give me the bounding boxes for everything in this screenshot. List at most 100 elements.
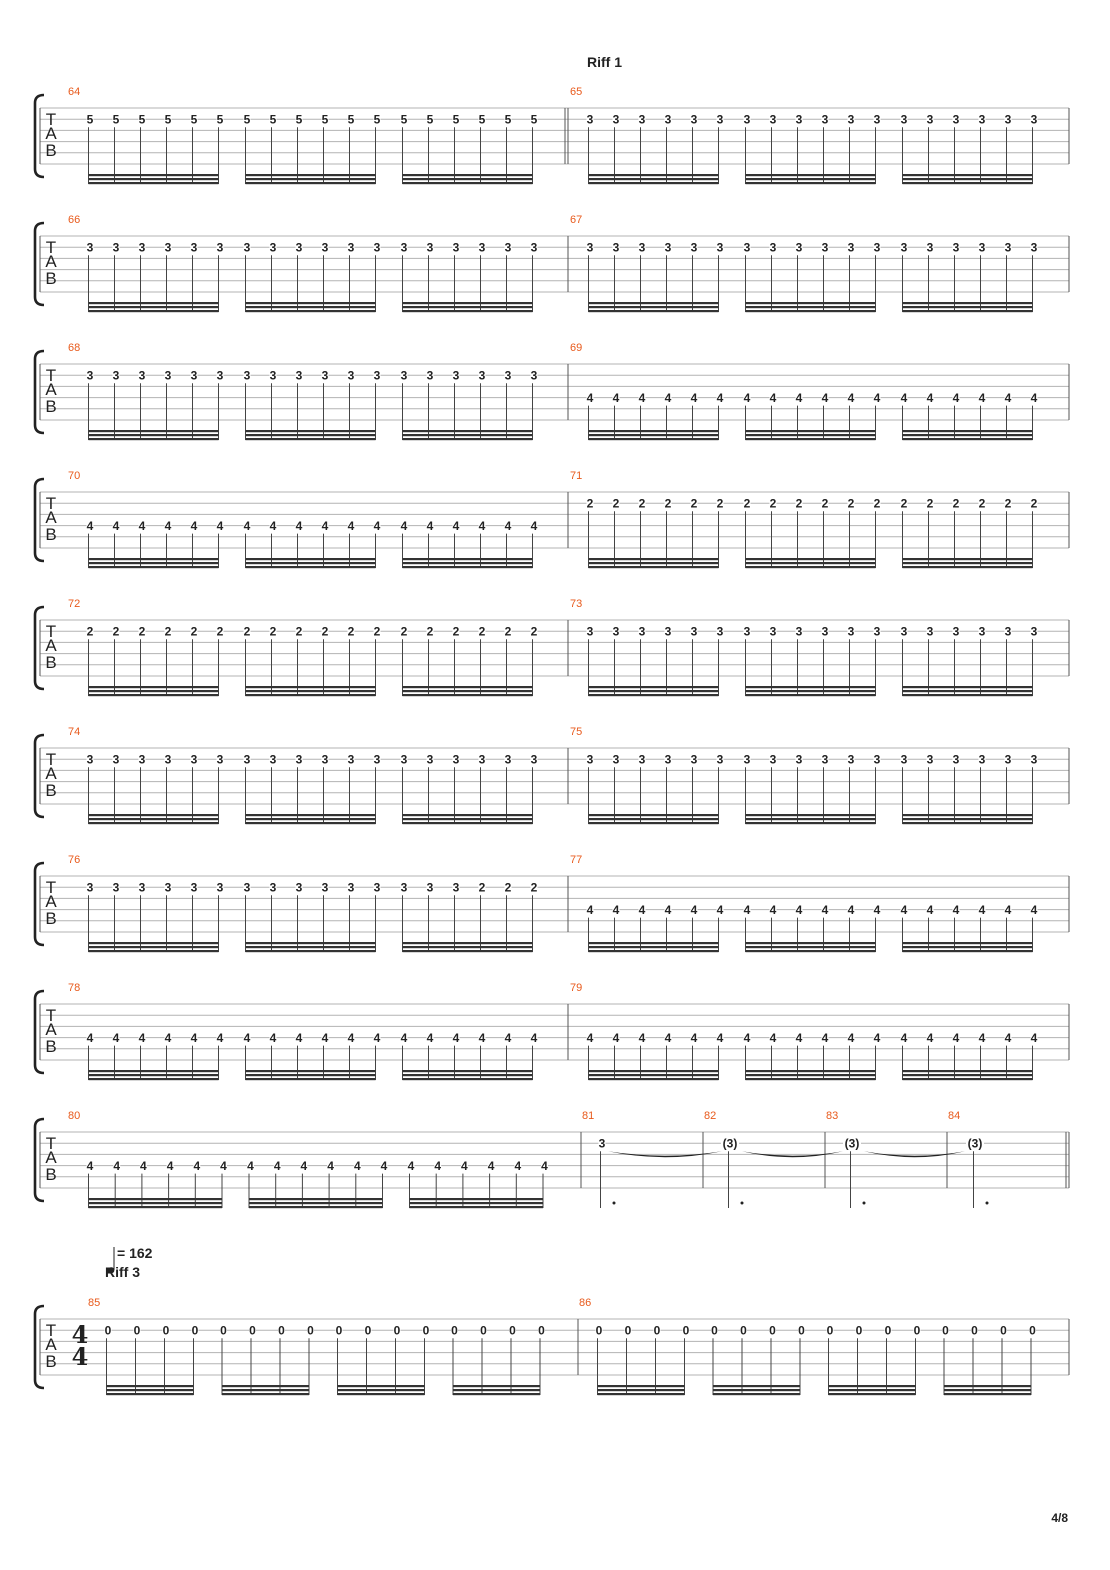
fret-number: 4 bbox=[220, 1159, 227, 1173]
fret-backdrop bbox=[373, 369, 381, 382]
fret-number: 3 bbox=[191, 241, 198, 255]
fret-number: 4 bbox=[139, 519, 146, 533]
bar-number: 70 bbox=[68, 470, 80, 482]
fret-backdrop bbox=[190, 753, 198, 766]
fret-number: 3 bbox=[139, 753, 146, 767]
fret-backdrop bbox=[400, 1031, 408, 1044]
fret-backdrop bbox=[926, 241, 934, 254]
fret-backdrop bbox=[586, 241, 594, 254]
fret-number: 3 bbox=[770, 113, 777, 127]
fret-number: 4 bbox=[427, 519, 434, 533]
fret-backdrop bbox=[612, 1031, 620, 1044]
fret-backdrop bbox=[335, 1324, 343, 1337]
fret-backdrop bbox=[900, 753, 908, 766]
fret-number: 3 bbox=[113, 369, 120, 383]
bar-number: 73 bbox=[570, 598, 582, 610]
note-beam bbox=[902, 1078, 1033, 1081]
note-beam bbox=[745, 686, 876, 689]
fret-number: 2 bbox=[717, 497, 724, 511]
fret-number: 4 bbox=[1005, 391, 1012, 405]
fret-backdrop bbox=[821, 625, 829, 638]
fret-number: 4 bbox=[796, 1031, 803, 1045]
fret-number: 4 bbox=[953, 1031, 960, 1045]
fret-number: 2 bbox=[401, 625, 408, 639]
tab-clef-letter: B bbox=[45, 269, 56, 288]
fret-backdrop bbox=[452, 519, 460, 532]
note-beam bbox=[588, 1074, 719, 1077]
note-beam bbox=[713, 1389, 800, 1392]
fret-backdrop bbox=[138, 881, 146, 894]
fret-number: 3 bbox=[531, 753, 538, 767]
fret-backdrop bbox=[530, 369, 538, 382]
note-beam bbox=[713, 1393, 800, 1396]
fret-backdrop bbox=[847, 391, 855, 404]
fret-number: 3 bbox=[113, 753, 120, 767]
fret-number: 3 bbox=[479, 241, 486, 255]
fret-number: 3 bbox=[348, 369, 355, 383]
fret-backdrop bbox=[843, 1137, 861, 1150]
note-beam bbox=[588, 562, 719, 565]
fret-backdrop bbox=[86, 881, 94, 894]
note-beam bbox=[588, 434, 719, 437]
note-beam bbox=[88, 178, 219, 181]
fret-number: 3 bbox=[191, 369, 198, 383]
tab-clef-letter: B bbox=[45, 525, 56, 544]
fret-backdrop bbox=[86, 369, 94, 382]
fret-backdrop bbox=[978, 625, 986, 638]
fret-number: 0 bbox=[769, 1324, 776, 1338]
tie-arc bbox=[608, 1151, 722, 1158]
fret-backdrop bbox=[769, 497, 777, 510]
fret-backdrop bbox=[795, 903, 803, 916]
fret-number: 4 bbox=[874, 391, 881, 405]
fret-backdrop bbox=[504, 113, 512, 126]
fret-backdrop bbox=[952, 497, 960, 510]
bar-number: 77 bbox=[570, 854, 582, 866]
fret-backdrop bbox=[1000, 1324, 1007, 1337]
note-beam bbox=[745, 438, 876, 441]
fret-backdrop bbox=[586, 625, 594, 638]
note-beam bbox=[245, 310, 376, 313]
note-beam bbox=[453, 1389, 540, 1392]
fret-backdrop bbox=[426, 625, 434, 638]
fret-backdrop bbox=[769, 625, 777, 638]
fret-number: 4 bbox=[901, 391, 908, 405]
fret-backdrop bbox=[426, 753, 434, 766]
fret-backdrop bbox=[978, 753, 986, 766]
fret-backdrop bbox=[538, 1324, 545, 1337]
note-beam bbox=[745, 174, 876, 177]
note-beam bbox=[106, 1389, 194, 1392]
fret-number: 4 bbox=[691, 903, 698, 917]
fret-backdrop bbox=[86, 113, 94, 126]
fret-backdrop bbox=[530, 519, 538, 532]
note-beam bbox=[745, 302, 876, 305]
fret-number: 2 bbox=[453, 625, 460, 639]
fret-number: 0 bbox=[220, 1324, 227, 1338]
fret-number: 4 bbox=[770, 1031, 777, 1045]
fret-backdrop bbox=[530, 753, 538, 766]
system-bracket bbox=[33, 93, 45, 179]
fret-number: 2 bbox=[348, 625, 355, 639]
note-beam bbox=[745, 306, 876, 309]
note-beam bbox=[402, 306, 533, 309]
bar-number: 72 bbox=[68, 598, 80, 610]
fret-number: 3 bbox=[531, 241, 538, 255]
fret-number: 3 bbox=[796, 113, 803, 127]
note-beam bbox=[245, 1070, 376, 1073]
note-beam bbox=[337, 1389, 425, 1392]
fret-backdrop bbox=[86, 753, 94, 766]
tab-clef-letter: T bbox=[46, 622, 56, 641]
fret-backdrop bbox=[873, 1031, 881, 1044]
fret-number: 4 bbox=[979, 1031, 986, 1045]
note-beam bbox=[745, 178, 876, 181]
fret-number: 3 bbox=[296, 753, 303, 767]
fret-number: 2 bbox=[217, 625, 224, 639]
fret-number: 5 bbox=[374, 113, 381, 127]
fret-backdrop bbox=[504, 1031, 512, 1044]
fret-backdrop bbox=[190, 1031, 198, 1044]
fret-backdrop bbox=[716, 241, 724, 254]
fret-backdrop bbox=[347, 519, 355, 532]
fret-number: 4 bbox=[531, 519, 538, 533]
fret-number: 4 bbox=[1031, 1031, 1038, 1045]
fret-number: 2 bbox=[191, 625, 198, 639]
